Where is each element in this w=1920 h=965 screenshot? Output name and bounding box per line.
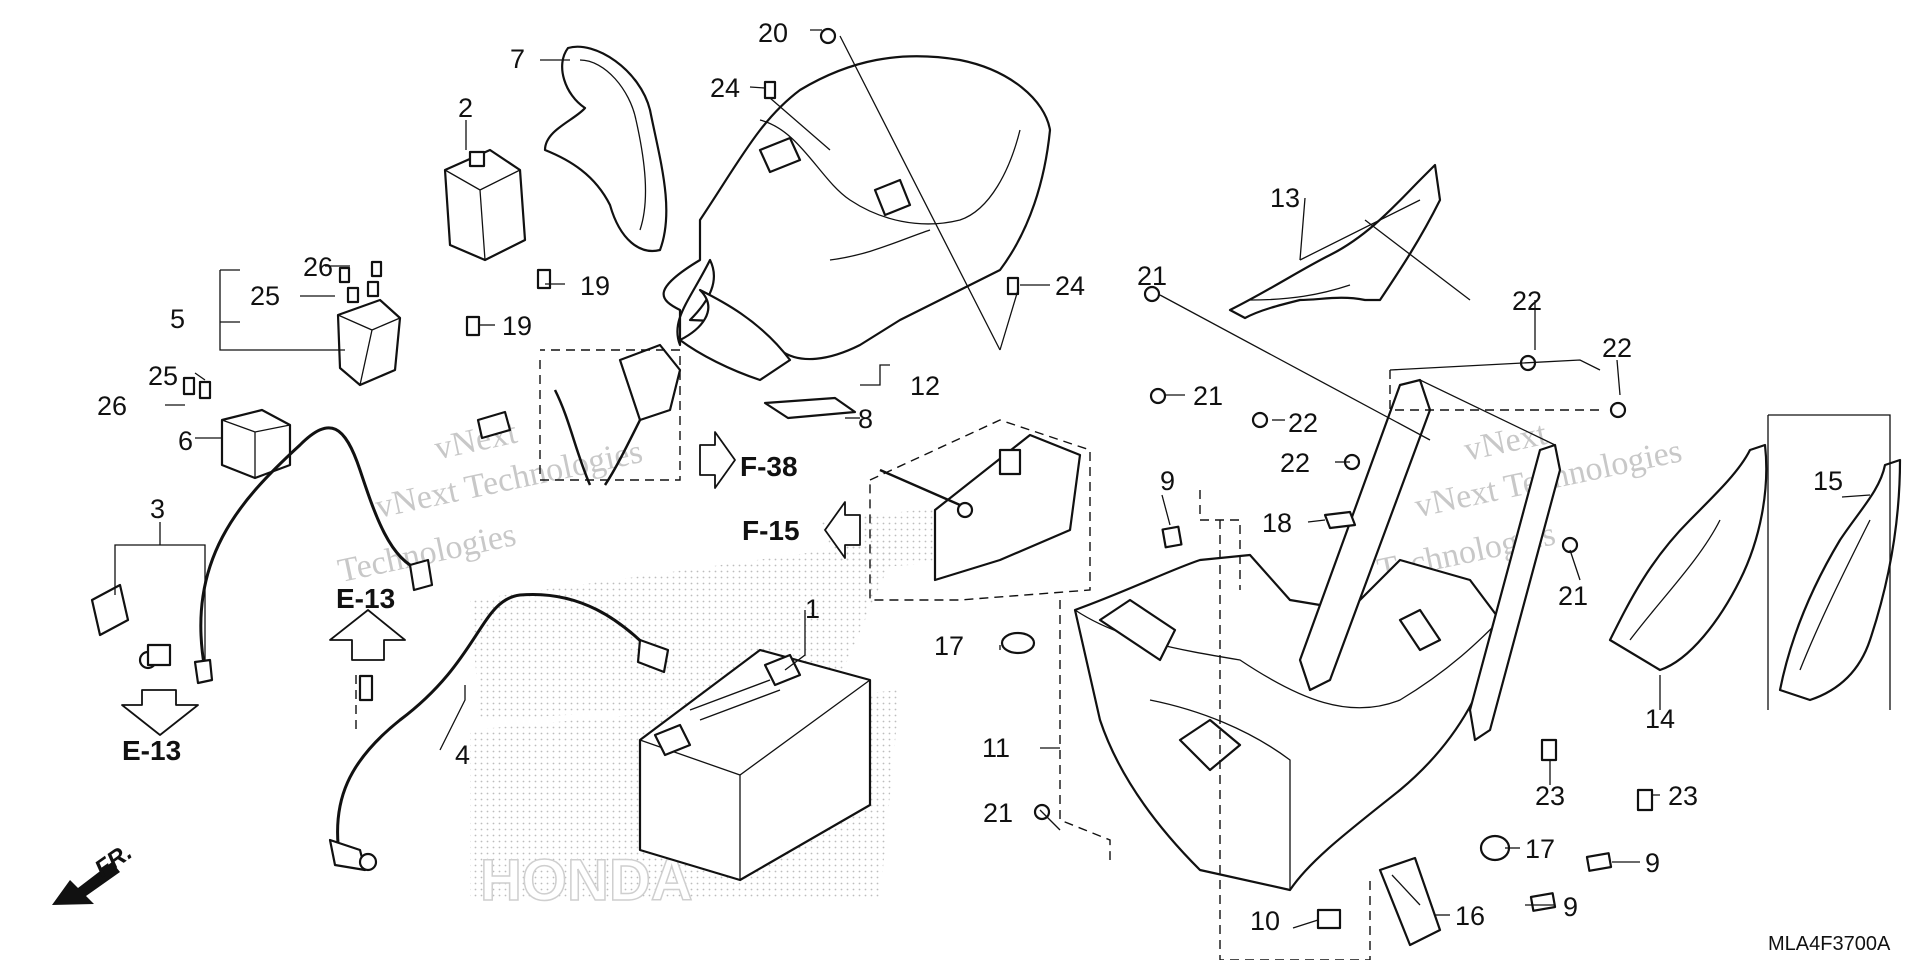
callout-labels: 1 2 3 4 5 6 7 8 9 9 9 10 11 12 13 14 15 … — [97, 18, 1843, 936]
f38-reference-label[interactable]: F-38 — [740, 451, 798, 482]
callout-17-a: 17 — [934, 631, 964, 661]
part-8-pad — [763, 396, 857, 420]
callout-4: 4 — [455, 740, 470, 770]
callout-17-b: 17 — [1525, 834, 1555, 864]
callout-26-b: 26 — [303, 252, 333, 282]
callout-19-a: 19 — [580, 271, 610, 301]
part-7-cover — [543, 45, 668, 252]
f38-arrow[interactable]: F-38 — [699, 431, 798, 489]
part-cover-panel — [869, 419, 1091, 601]
callout-26-a: 26 — [97, 391, 127, 421]
diagram-code: MLA4F3700A — [1768, 933, 1891, 955]
callout-13: 13 — [1270, 183, 1300, 213]
callout-19-b: 19 — [502, 311, 532, 341]
part-14-side-cover — [1608, 443, 1768, 672]
callout-21-b: 21 — [1193, 381, 1223, 411]
callout-7: 7 — [510, 44, 525, 74]
callout-22-b: 22 — [1288, 408, 1318, 438]
part-17-grommets — [1000, 631, 1511, 862]
callout-24-b: 24 — [1055, 271, 1085, 301]
f15-reference-label[interactable]: F-15 — [742, 515, 800, 546]
callout-9-c: 9 — [1563, 892, 1578, 922]
part-10-pad — [1316, 908, 1342, 930]
part-18-label — [1323, 510, 1357, 530]
part-23-nuts — [1540, 738, 1654, 812]
callout-22-a: 22 — [1512, 286, 1542, 316]
callout-9-a: 9 — [1160, 466, 1175, 496]
callout-3: 3 — [150, 494, 165, 524]
callout-21-d: 21 — [983, 798, 1013, 828]
callout-12: 12 — [910, 371, 940, 401]
callout-5: 5 — [170, 304, 185, 334]
part-21-screws — [1033, 285, 1579, 821]
callout-14: 14 — [1645, 704, 1675, 734]
part-13-bracket — [1228, 163, 1442, 320]
callout-6: 6 — [178, 426, 193, 456]
e13-up-reference-label[interactable]: E-13 — [336, 583, 395, 614]
group-lines — [539, 349, 1891, 961]
callout-10: 10 — [1250, 906, 1280, 936]
callout-25-b: 25 — [250, 281, 280, 311]
callout-23-b: 23 — [1668, 781, 1698, 811]
part-15-side-cover — [1778, 458, 1902, 702]
part-support-frame — [1298, 378, 1562, 742]
part-20-screw — [819, 27, 837, 45]
callout-15: 15 — [1813, 466, 1843, 496]
part-2-relay — [443, 148, 527, 262]
part-25-26-terminals — [182, 260, 383, 400]
part-5-starter-relay — [336, 280, 402, 387]
part-6-relay-cover — [220, 408, 292, 480]
f15-arrow[interactable]: F-15 — [742, 501, 861, 559]
e13-down-reference-label[interactable]: E-13 — [122, 735, 181, 766]
part-4-battery-cable — [328, 592, 670, 872]
callout-20: 20 — [758, 18, 788, 48]
leader-lines — [114, 29, 1871, 929]
e13-up-arrow[interactable]: E-13 — [329, 583, 406, 661]
part-19-bolts — [465, 268, 682, 486]
callout-18: 18 — [1262, 508, 1292, 538]
part-9-clips — [1161, 525, 1613, 912]
callout-21-a: 21 — [1137, 261, 1167, 291]
callout-9-b: 9 — [1645, 848, 1660, 878]
callout-1: 1 — [805, 594, 820, 624]
front-direction-marker: FR. — [52, 839, 137, 905]
part-1-battery — [638, 648, 872, 882]
callout-23-a: 23 — [1535, 781, 1565, 811]
callout-2: 2 — [458, 93, 473, 123]
e13-down-arrow[interactable]: E-13 — [121, 689, 199, 766]
callout-8: 8 — [858, 404, 873, 434]
honda-watermark-text: HONDA — [480, 848, 693, 913]
callout-21-c: 21 — [1558, 581, 1588, 611]
callout-24-a: 24 — [710, 73, 740, 103]
callout-22-d: 22 — [1602, 333, 1632, 363]
part-12-battery-box — [662, 55, 1052, 382]
callout-11: 11 — [982, 733, 1010, 763]
mount-bolt — [146, 643, 374, 735]
part-11-lower-box — [1073, 553, 1502, 892]
callout-22-c: 22 — [1280, 448, 1310, 478]
callout-25-a: 25 — [148, 361, 178, 391]
callout-16: 16 — [1455, 901, 1485, 931]
part-16-rubber-strap — [1378, 856, 1442, 947]
